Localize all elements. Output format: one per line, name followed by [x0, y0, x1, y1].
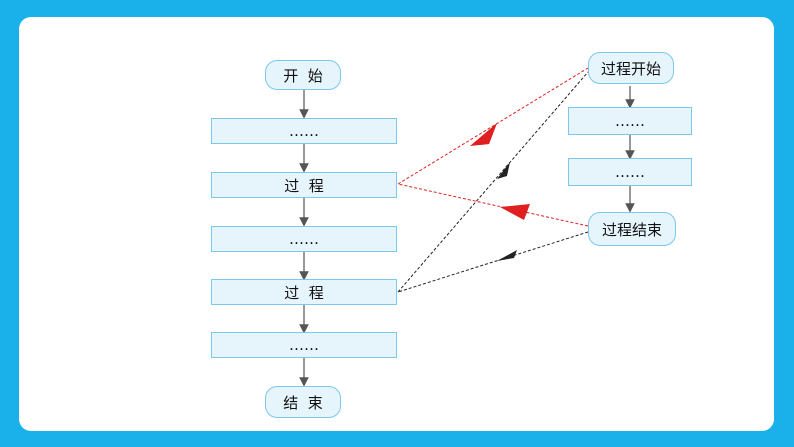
main-step-5-label: …… — [289, 336, 319, 354]
main-start-label: 开 始 — [283, 66, 323, 85]
return-link-2 — [397, 231, 589, 293]
main-step-2-label: 过 程 — [284, 176, 324, 195]
call-link-2-arrowhead — [497, 162, 510, 179]
sub-step-2: …… — [568, 158, 692, 186]
main-end-label: 结 束 — [283, 393, 323, 412]
return-link-1-arrowhead — [500, 204, 530, 220]
call-link-2 — [397, 71, 589, 293]
sub-start-label: 过程开始 — [600, 59, 661, 78]
call-link-1-arrowhead-b — [480, 123, 497, 145]
main-step-4-label: 过 程 — [284, 283, 324, 302]
return-link-1 — [397, 183, 589, 227]
main-step-3: …… — [211, 226, 397, 252]
sub-start-node: 过程开始 — [588, 52, 674, 84]
call-link-1 — [397, 67, 589, 185]
sub-step-1: …… — [568, 107, 692, 135]
return-link-2-arrowhead — [497, 250, 517, 261]
main-step-5: …… — [211, 332, 397, 358]
sub-end-node: 过程结束 — [588, 212, 676, 246]
main-step-1: …… — [211, 118, 397, 144]
main-step-4-procedure: 过 程 — [211, 279, 397, 305]
main-end-node: 结 束 — [265, 386, 341, 418]
main-step-3-label: …… — [289, 230, 319, 248]
main-start-node: 开 始 — [265, 60, 341, 90]
sub-step-1-label: …… — [615, 112, 645, 130]
main-step-2-procedure: 过 程 — [211, 172, 397, 198]
sub-end-label: 过程结束 — [601, 220, 662, 239]
sub-step-2-label: …… — [615, 163, 645, 181]
main-step-1-label: …… — [289, 122, 319, 140]
